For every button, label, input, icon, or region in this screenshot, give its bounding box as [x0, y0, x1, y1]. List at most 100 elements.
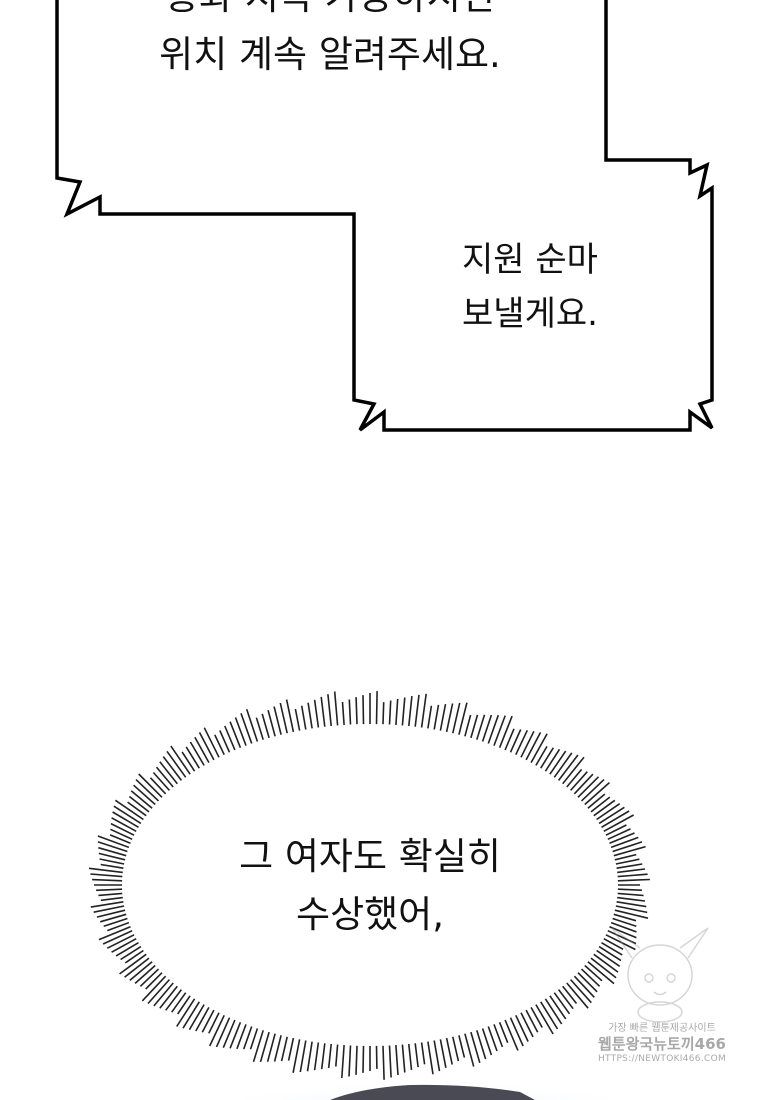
thought-spike — [147, 979, 170, 1005]
thought-spike — [96, 909, 126, 918]
thought-spike — [113, 805, 142, 825]
thought-spike — [120, 945, 142, 961]
thought-spike — [458, 702, 468, 735]
thought-spike — [135, 779, 160, 802]
thought-spike — [362, 1045, 365, 1073]
thought-spike — [111, 817, 137, 833]
thought-spike — [107, 921, 130, 932]
thought-spike — [544, 748, 561, 772]
thought-spike — [261, 713, 270, 739]
thought-spike — [90, 873, 123, 878]
thought-spike — [617, 878, 650, 882]
thought-bubble-spikes — [88, 691, 650, 1080]
thought-spike — [149, 777, 167, 795]
thought-spike — [159, 761, 178, 785]
thought-spike — [138, 773, 163, 798]
bubble-middle-text: 지원 순마 보낼게요. — [400, 233, 660, 341]
thought-bubble — [125, 727, 615, 1043]
thought-spike — [395, 698, 399, 725]
thought-spike — [613, 845, 646, 857]
thought-spike — [509, 1017, 524, 1047]
thought-spike — [106, 934, 135, 949]
thought-spike — [348, 699, 352, 725]
thought-spike — [617, 892, 644, 897]
thought-spike — [504, 728, 515, 751]
thought-spike — [596, 949, 621, 967]
thought-spike — [408, 1043, 413, 1070]
thought-spike — [487, 714, 500, 744]
thought-spike — [229, 1022, 242, 1049]
thought-spike — [530, 733, 548, 763]
thought-spike — [341, 701, 345, 725]
thought-spike — [607, 828, 631, 841]
bubble-top-line-2: 위치 계속 알려주세요. — [159, 33, 501, 76]
thought-spike — [504, 1019, 519, 1051]
thought-spike — [124, 949, 144, 964]
thought-spike — [252, 1030, 264, 1063]
thought-spike — [598, 806, 625, 825]
thought-spike — [362, 695, 365, 725]
thought-spike — [414, 694, 420, 727]
thought-spike — [401, 697, 406, 726]
thought-spike — [470, 714, 479, 739]
thought-spike — [100, 896, 123, 902]
thought-spike — [596, 803, 621, 821]
thought-spike — [134, 964, 156, 984]
thought-spike — [493, 1024, 504, 1048]
thought-spike — [176, 998, 196, 1027]
thought-spike — [605, 934, 636, 951]
thought-spike — [280, 1036, 288, 1062]
thought-spike — [375, 691, 378, 725]
thought-spike — [570, 979, 592, 1004]
thought-spike — [194, 736, 210, 763]
thought-spike — [159, 985, 178, 1009]
thought-spike — [587, 793, 606, 809]
thought-spike — [617, 868, 646, 874]
thought-spike — [188, 1004, 205, 1031]
thought-spike — [487, 1026, 498, 1052]
thought-spike — [141, 975, 167, 1002]
thought-spike — [557, 754, 579, 781]
thought-spike — [299, 1040, 307, 1073]
thought-spike — [214, 734, 225, 756]
thought-spike — [609, 832, 635, 845]
thought-spike — [439, 1039, 447, 1068]
thought-spike — [612, 841, 643, 853]
thought-spike — [566, 768, 583, 788]
thought-spike — [279, 702, 288, 734]
thought-spike — [155, 766, 174, 788]
thought-spike — [601, 942, 623, 956]
thought-spike — [598, 945, 622, 962]
thought-spike — [335, 1044, 339, 1067]
thought-spike — [111, 937, 137, 953]
thought-spike — [557, 989, 574, 1010]
thought-spike — [549, 750, 567, 775]
thought-spike — [458, 1035, 466, 1058]
thought-spike — [110, 822, 135, 836]
thought-spike — [102, 929, 133, 945]
thought-spike — [145, 972, 163, 990]
thought-spike — [427, 1041, 434, 1075]
thought-spike — [445, 703, 454, 733]
thought-spike — [320, 696, 326, 727]
thought-spike — [388, 1045, 392, 1078]
thought-spike — [162, 756, 183, 781]
thought-spike — [93, 905, 125, 913]
thought-spike — [549, 995, 567, 1020]
thought-spike — [294, 708, 301, 731]
thought-spike — [603, 814, 634, 833]
thought-spike — [553, 752, 573, 778]
thought-spike — [601, 810, 630, 828]
bubble-middle-line-2: 보낼게요. — [462, 294, 598, 334]
thought-spike — [439, 703, 447, 731]
thought-bubble-line-2: 수상했어, — [296, 893, 444, 936]
thought-spike — [433, 704, 440, 730]
thought-spike — [540, 747, 554, 769]
thought-spike — [245, 709, 259, 742]
thought-spike — [401, 1044, 406, 1073]
thought-spike — [515, 729, 529, 756]
speech-bubble-top — [55, 0, 714, 432]
thought-spike — [470, 1031, 481, 1064]
thought-spike — [515, 1014, 529, 1042]
